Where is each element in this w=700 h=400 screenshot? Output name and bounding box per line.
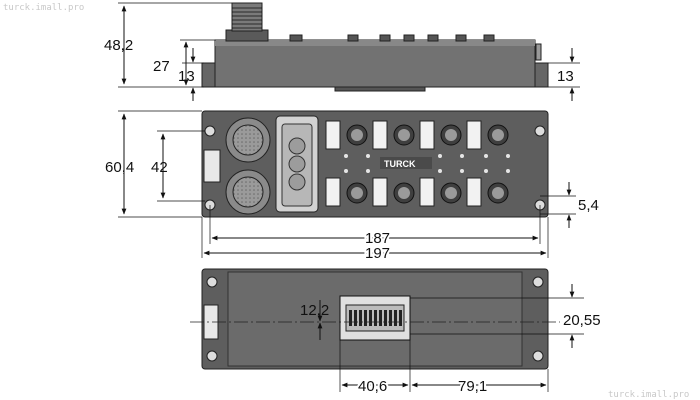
watermark-bottom-right: turck.imall.pro: [608, 390, 689, 400]
dim-overall-length: 197: [365, 245, 390, 262]
brand-logo: TURCK: [384, 159, 416, 169]
dim-connector-to-end: 79,1: [458, 378, 487, 395]
dim-connector-spacing: 42: [151, 159, 168, 176]
side-dimensions: [118, 2, 580, 101]
rotary-switch-panel: [275, 115, 319, 213]
dim-foot-height-left: 13: [178, 68, 195, 85]
dim-connector-offset-y: 12,2: [300, 302, 329, 319]
round-connector-top: [225, 117, 271, 163]
side-connector: [225, 2, 269, 42]
dim-connector-width: 20,55: [563, 312, 601, 329]
dip-switch-block: [339, 295, 411, 341]
dim-hole-diameter: 5,4: [578, 197, 599, 214]
dim-body-height: 27: [153, 58, 170, 75]
bottom-dimensions: [317, 284, 584, 392]
front-view: TURCK: [201, 110, 549, 218]
dim-overall-width: 60,4: [105, 159, 134, 176]
round-connector-bottom: [225, 169, 271, 215]
dim-foot-height-right: 13: [557, 68, 574, 85]
dim-connector-offset-x: 40,6: [358, 378, 387, 395]
bottom-view: [190, 268, 560, 370]
dim-total-height: 48,2: [104, 37, 133, 54]
side-view: [201, 2, 549, 92]
watermark-top-left: turck.imall.pro: [3, 3, 84, 13]
front-dimensions: [118, 110, 576, 258]
dim-hole-spacing: 187: [365, 230, 390, 247]
